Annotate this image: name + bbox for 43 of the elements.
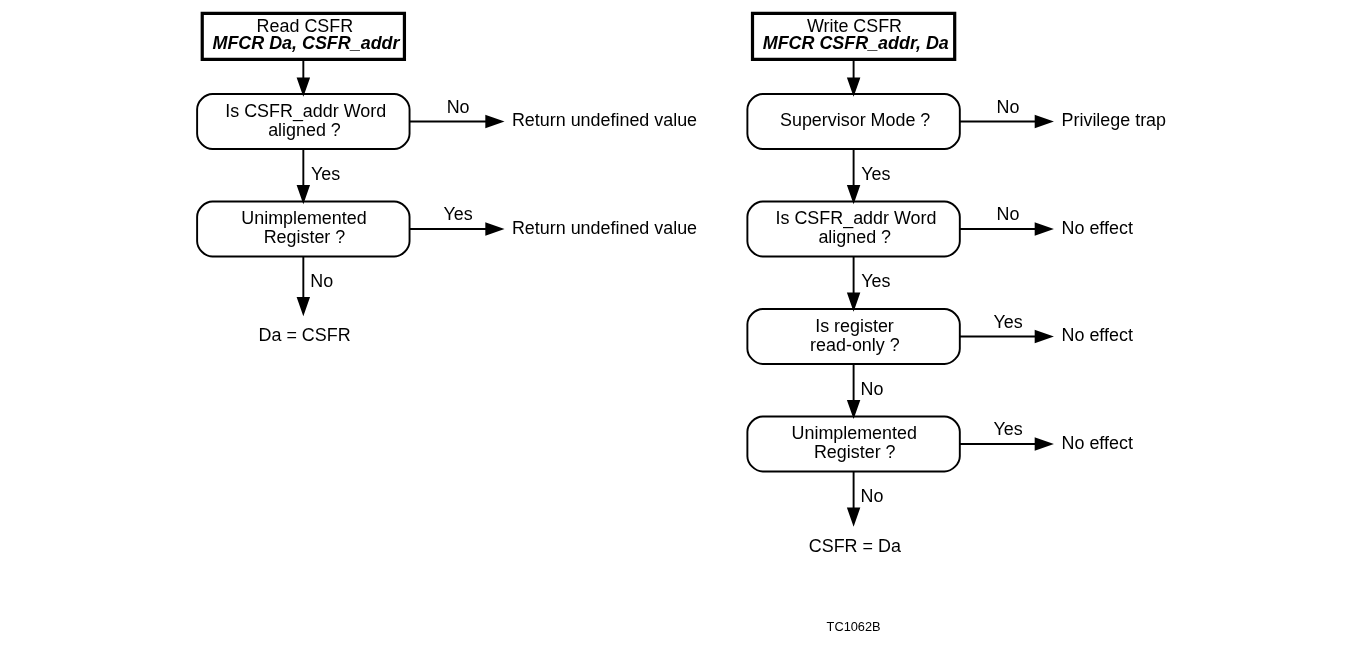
node-box: Unimplemented Register ?	[196, 200, 411, 258]
node-box: Unimplemented Register ?	[746, 415, 961, 473]
edge-label: Yes	[861, 271, 891, 292]
arrow	[958, 329, 1054, 344]
arrow	[296, 58, 311, 97]
arrow	[846, 148, 861, 205]
arrow	[846, 58, 861, 97]
edge-label: No	[860, 378, 884, 399]
edge-label: Yes	[993, 419, 1023, 440]
arrow	[296, 148, 311, 205]
edge-label: No	[310, 271, 334, 292]
edge-label: No	[446, 96, 470, 117]
node-text: No effect	[1061, 325, 1133, 346]
arrow	[846, 470, 861, 527]
node-text: Privilege trap	[1061, 110, 1167, 131]
edge-label: Yes	[443, 204, 473, 225]
arrow	[958, 114, 1054, 129]
arrow	[408, 114, 505, 129]
node-text: CSFR = Da	[808, 535, 901, 556]
node-box: Write CSFR MFCR CSFR_addr, Da	[750, 11, 957, 62]
arrow	[846, 363, 861, 420]
node-text: Da = CSFR	[258, 325, 351, 346]
arrow	[958, 222, 1054, 236]
node-text: No effect	[1061, 432, 1133, 453]
edge-label: No	[996, 204, 1020, 225]
node-text: Return undefined value	[511, 217, 698, 238]
node-box: Is register read-only ?	[746, 308, 961, 365]
edge-label: Yes	[311, 163, 341, 184]
label: TC1062B	[826, 618, 881, 634]
node-box: Is CSFR_addr Word aligned ?	[746, 200, 961, 258]
edge-label: No	[996, 96, 1020, 117]
arrow	[408, 222, 505, 236]
arrow	[958, 437, 1054, 451]
edge-label: No	[860, 486, 884, 507]
node-box: Read CSFR MFCR Da, CSFR_addr	[200, 11, 407, 62]
node-box: Is CSFR_addr Word aligned ?	[196, 93, 411, 150]
edge-label: Yes	[993, 311, 1023, 332]
arrow	[846, 255, 861, 312]
node-text: No effect	[1061, 217, 1133, 238]
node-box: Supervisor Mode ?	[746, 93, 961, 150]
node-text: Return undefined value	[511, 110, 698, 131]
edge-label: Yes	[861, 163, 891, 184]
arrow	[296, 255, 311, 317]
